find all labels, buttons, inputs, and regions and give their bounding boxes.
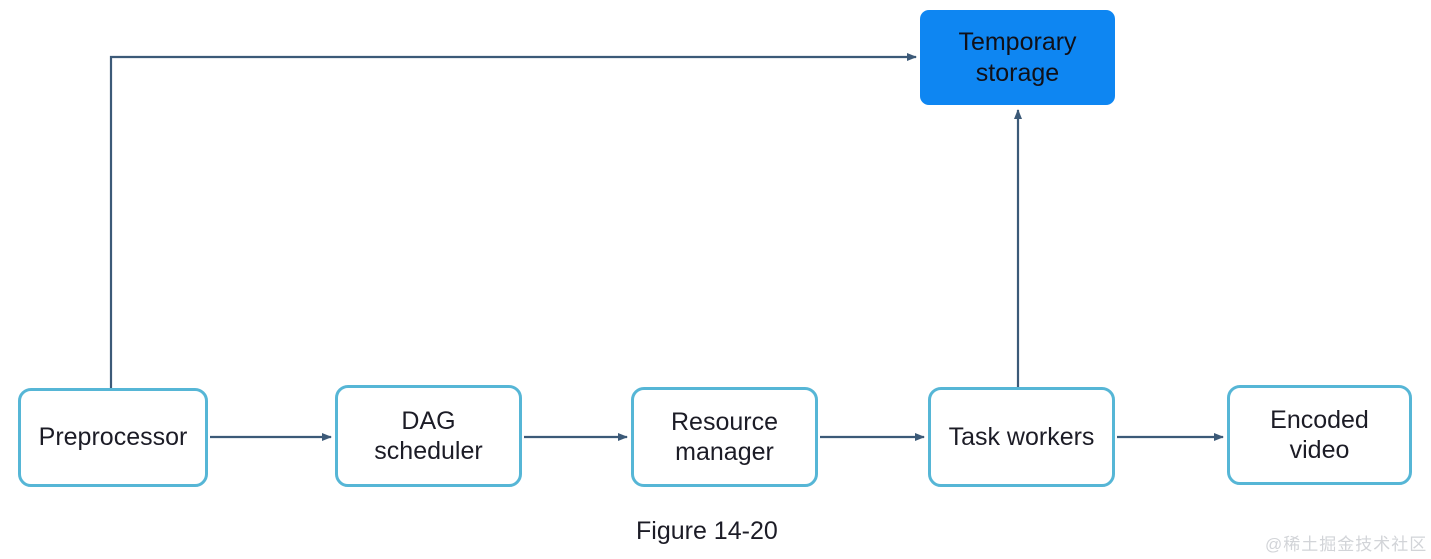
node-dag-scheduler-label: DAG scheduler	[374, 406, 483, 466]
edge-preprocessor-to-temporary-storage	[109, 53, 917, 388]
node-temporary-storage[interactable]: Temporary storage	[920, 10, 1115, 105]
node-dag-scheduler[interactable]: DAG scheduler	[335, 385, 522, 487]
node-encoded-video[interactable]: Encoded video	[1227, 385, 1412, 485]
node-preprocessor[interactable]: Preprocessor	[18, 388, 208, 487]
node-resource-manager[interactable]: Resource manager	[631, 387, 818, 487]
node-preprocessor-label: Preprocessor	[38, 423, 188, 452]
watermark: @稀土掘金技术社区	[1265, 535, 1428, 554]
node-temporary-storage-label: Temporary storage	[958, 28, 1077, 87]
figure-caption: Figure 14-20	[636, 517, 778, 545]
node-encoded-video-label: Encoded video	[1270, 405, 1369, 465]
node-resource-manager-label: Resource manager	[671, 407, 778, 467]
node-task-workers[interactable]: Task workers	[928, 387, 1115, 487]
node-task-workers-label: Task workers	[948, 422, 1095, 451]
